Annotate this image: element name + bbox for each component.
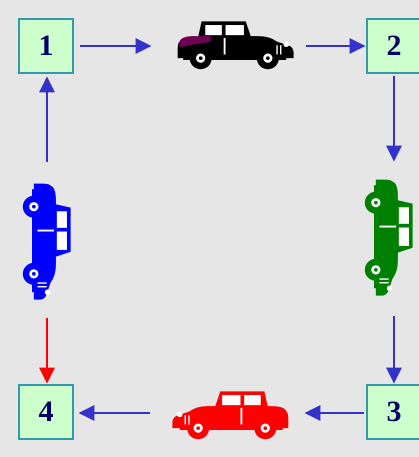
step-number-4: 4 bbox=[38, 395, 54, 428]
step-box-4: 4 bbox=[18, 384, 74, 440]
car-left-icon bbox=[22, 183, 71, 300]
step-number-3: 3 bbox=[386, 395, 402, 428]
step-box-3: 3 bbox=[366, 384, 419, 440]
step-number-1: 1 bbox=[38, 29, 54, 62]
car-bottom-icon bbox=[172, 391, 289, 440]
car-right-icon bbox=[364, 179, 413, 296]
car-top-icon bbox=[177, 21, 294, 70]
step-box-2: 2 bbox=[366, 18, 419, 74]
step-box-1: 1 bbox=[18, 18, 74, 74]
step-number-2: 2 bbox=[386, 29, 402, 62]
